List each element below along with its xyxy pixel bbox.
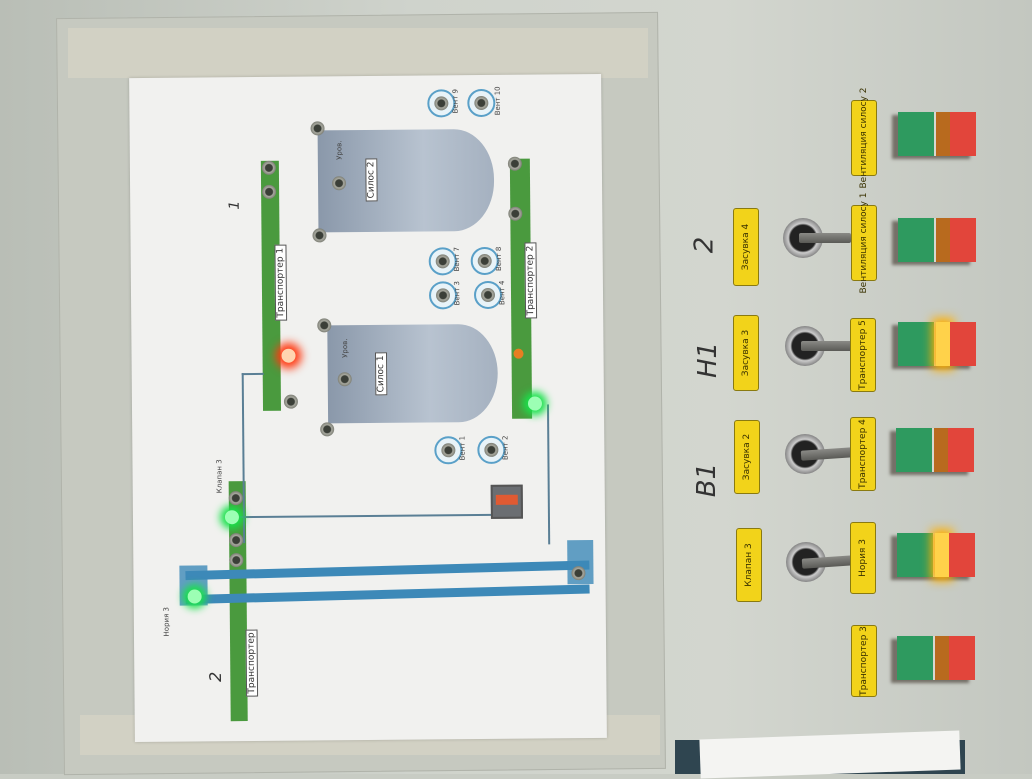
- signal-line: [232, 513, 505, 519]
- level-label: Уров.: [341, 338, 350, 358]
- start-stop-button-transporter-3[interactable]: [897, 636, 975, 680]
- jack-indicator: [508, 206, 523, 221]
- hand-mark: 1: [226, 200, 243, 210]
- jack-indicator: [312, 228, 327, 243]
- selector-switch-klapan-3[interactable]: [786, 542, 855, 582]
- signal-line: [546, 404, 551, 545]
- fan-label: Вент 1: [458, 435, 467, 461]
- jack-indicator: [320, 422, 335, 437]
- silo-1: [327, 323, 499, 424]
- jack-indicator: [229, 533, 244, 548]
- jack-indicator: [317, 318, 332, 333]
- jack-indicator: [283, 394, 299, 409]
- fan-label: Вент 10: [493, 86, 502, 116]
- button-label: Транспортер 3: [851, 625, 877, 697]
- switch-label: Клапан 3: [736, 528, 762, 602]
- jack-indicator: [310, 121, 325, 136]
- transporter-2-lamp-amber: [513, 348, 524, 359]
- transporter-2-lamp-green: [527, 396, 543, 411]
- start-stop-button-vent-silo-1[interactable]: [898, 218, 976, 262]
- jack-indicator: [262, 184, 277, 199]
- start-stop-button-vent-silo-2[interactable]: [898, 112, 976, 156]
- button-label: Вентиляция силосу 2: [851, 87, 877, 189]
- selector-switch-zasuvka-4[interactable]: [783, 218, 851, 258]
- fan-icon: [467, 88, 496, 118]
- valve-lamp-green: [224, 510, 240, 525]
- start-stop-button-transporter-4[interactable]: [896, 428, 974, 472]
- fan-label: Вент 9: [451, 88, 460, 114]
- fan-label: Вент 3: [453, 280, 462, 306]
- handwritten-label: Н1: [693, 341, 724, 379]
- button-label: Транспортер 5: [850, 318, 876, 392]
- transporter-2-label: Транспортер 2: [524, 242, 538, 319]
- fan-label: Вент 7: [452, 246, 462, 272]
- switch-label: Засувка 4: [733, 208, 759, 286]
- transporter-1-lamp-red: [281, 348, 296, 363]
- tape-top: [68, 28, 648, 78]
- signal-line: [241, 372, 264, 376]
- jack-indicator: [228, 491, 243, 506]
- transporter-3-label: Транспортер: [245, 629, 259, 697]
- hand-mark: 2: [205, 671, 225, 683]
- jack-indicator: [331, 176, 347, 191]
- silo-2-label: Силос 2: [365, 158, 378, 202]
- jack-indicator: [571, 566, 586, 581]
- fan-label: Вент 8: [494, 246, 504, 272]
- start-stop-button-noria-3[interactable]: [897, 533, 975, 577]
- valve-label: Клапан 3: [215, 459, 224, 494]
- jack-indicator: [337, 372, 352, 387]
- noria-label: Нория 3: [162, 607, 171, 637]
- valve-actuator-icon: [490, 484, 523, 519]
- fan-label: Вент 2: [501, 435, 510, 461]
- jack-indicator: [507, 156, 522, 171]
- button-label: Вентиляция силосу 1: [851, 192, 877, 294]
- mimic-diagram: Силос 2 Силос 1 Транспортер 1 Транспорте…: [129, 73, 607, 743]
- noria-lamp-green: [187, 589, 202, 604]
- selector-switch-zasuvka-3[interactable]: [785, 326, 853, 366]
- jack-indicator: [229, 553, 244, 568]
- switch-label: Засувка 3: [733, 315, 759, 391]
- fan-label: Вент 4: [498, 280, 507, 306]
- button-label: Транспортер 4: [850, 417, 876, 491]
- handwritten-label: В1: [692, 462, 723, 498]
- transporter-1-label: Транспортер 1: [274, 244, 288, 321]
- switch-label: Засувка 2: [734, 420, 760, 494]
- handwritten-label: 2: [689, 236, 720, 254]
- selector-switch-zasuvka-2[interactable]: [785, 434, 854, 474]
- button-label: Нория 3: [850, 522, 876, 594]
- start-stop-button-transporter-5[interactable]: [898, 322, 976, 366]
- silo-1-label: Силос 1: [374, 352, 388, 396]
- jack-indicator: [261, 160, 276, 175]
- level-label: Уров.: [335, 140, 344, 160]
